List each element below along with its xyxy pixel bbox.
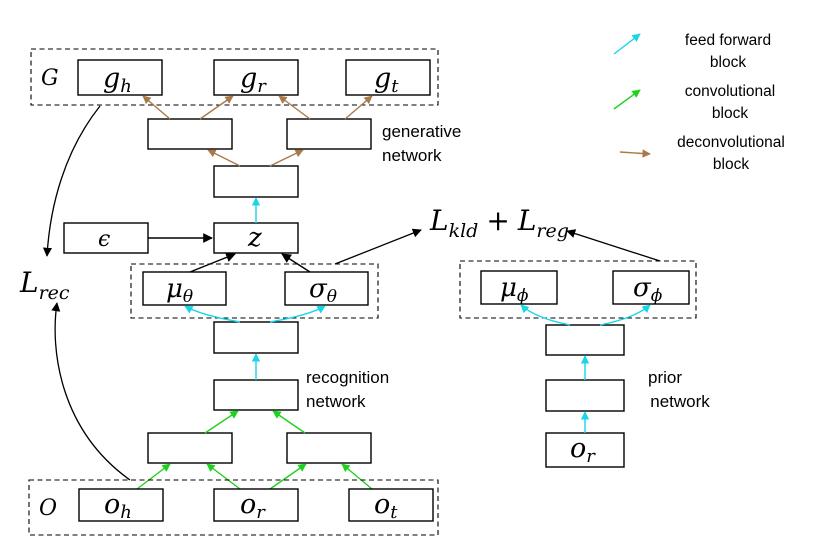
recognition-network-label-2: network xyxy=(306,392,366,411)
deconv-block-left xyxy=(147,118,233,150)
g-to-lrec-arrow xyxy=(42,105,101,257)
deconv-arrows xyxy=(142,95,373,167)
recognition-params-group xyxy=(130,263,379,319)
mu-phi-label: μϕ xyxy=(500,273,529,306)
prior-ff-arrows xyxy=(520,304,651,433)
generated-output-group xyxy=(30,48,439,106)
prior-to-loss-arrow xyxy=(566,229,661,262)
l-kld-l-reg-label: Lkld+Lreg xyxy=(429,204,569,242)
o-t-label: ot xyxy=(374,489,398,523)
generative-network-label-2: network xyxy=(382,146,442,165)
mu-theta-block xyxy=(142,271,227,306)
g-r-label: gr xyxy=(240,63,267,97)
sigma-phi-block xyxy=(612,270,690,305)
conv-block-right xyxy=(286,432,372,464)
prior-network-label-2: network xyxy=(650,392,710,411)
prior-network-label-1: prior xyxy=(648,368,682,387)
o-h-label: oh xyxy=(104,489,132,523)
o-t-block xyxy=(348,488,434,522)
legend-deconvolutional-arrow xyxy=(619,149,651,158)
g-h-block xyxy=(77,59,163,96)
generative-network-label-1: generative xyxy=(382,122,461,141)
legend-deconvolutional-text-2: block xyxy=(713,156,749,173)
sigma-theta-block xyxy=(284,271,369,306)
legend-convolutional-text-2: block xyxy=(712,105,748,122)
legend: feed forward block convolutional block d… xyxy=(613,32,785,173)
epsilon-label: ϵ xyxy=(98,227,110,252)
mu-phi-block xyxy=(480,270,558,305)
z-label: z xyxy=(247,223,262,253)
sigma-theta-to-loss-arrow xyxy=(334,228,422,265)
sigma-phi-label: σϕ xyxy=(633,273,663,306)
prior-params-group xyxy=(459,260,697,319)
recognition-network-label-1: recognition xyxy=(306,368,389,387)
o-r-label: or xyxy=(240,489,266,523)
observation-label: O xyxy=(39,496,57,521)
sigma-to-z-arrow xyxy=(281,253,311,273)
g-h-label: gh xyxy=(103,63,132,97)
epsilon-block xyxy=(63,222,149,254)
o-h-block xyxy=(78,488,164,522)
observation-group xyxy=(28,479,439,536)
prior-fc-block-bottom xyxy=(545,379,625,412)
l-rec-label: Lrec xyxy=(19,266,70,304)
mu-theta-label: μθ xyxy=(166,274,193,307)
recognition-fc-block-top xyxy=(213,321,299,354)
z-block xyxy=(213,222,299,254)
o-r-prior-label: or xyxy=(570,433,596,467)
generated-output-label: G xyxy=(41,66,59,91)
prior-fc-block-top xyxy=(545,324,625,356)
g-t-label: gt xyxy=(374,63,399,97)
generative-fc-block xyxy=(213,165,299,198)
mu-to-z-arrow xyxy=(189,252,236,273)
legend-feed-forward-text-1: feed forward xyxy=(685,32,771,49)
o-to-lrec-arrow xyxy=(51,302,131,481)
o-r-block xyxy=(213,488,299,522)
legend-convolutional-text-1: convolutional xyxy=(685,83,775,100)
conv-arrows xyxy=(136,410,373,490)
g-r-block xyxy=(213,59,299,96)
sigma-theta-label: σθ xyxy=(309,274,337,307)
conv-block-left xyxy=(147,432,233,464)
legend-feed-forward-arrow xyxy=(613,33,641,55)
recognition-ff-arrows xyxy=(184,305,326,380)
deconv-block-right xyxy=(286,118,372,150)
o-r-prior-block xyxy=(545,432,625,468)
legend-deconvolutional-text-1: deconvolutional xyxy=(677,134,785,151)
legend-convolutional-arrow xyxy=(613,89,641,110)
legend-feed-forward-text-2: block xyxy=(710,54,746,71)
g-t-block xyxy=(345,59,431,96)
recognition-fc-block-bottom xyxy=(213,379,299,411)
